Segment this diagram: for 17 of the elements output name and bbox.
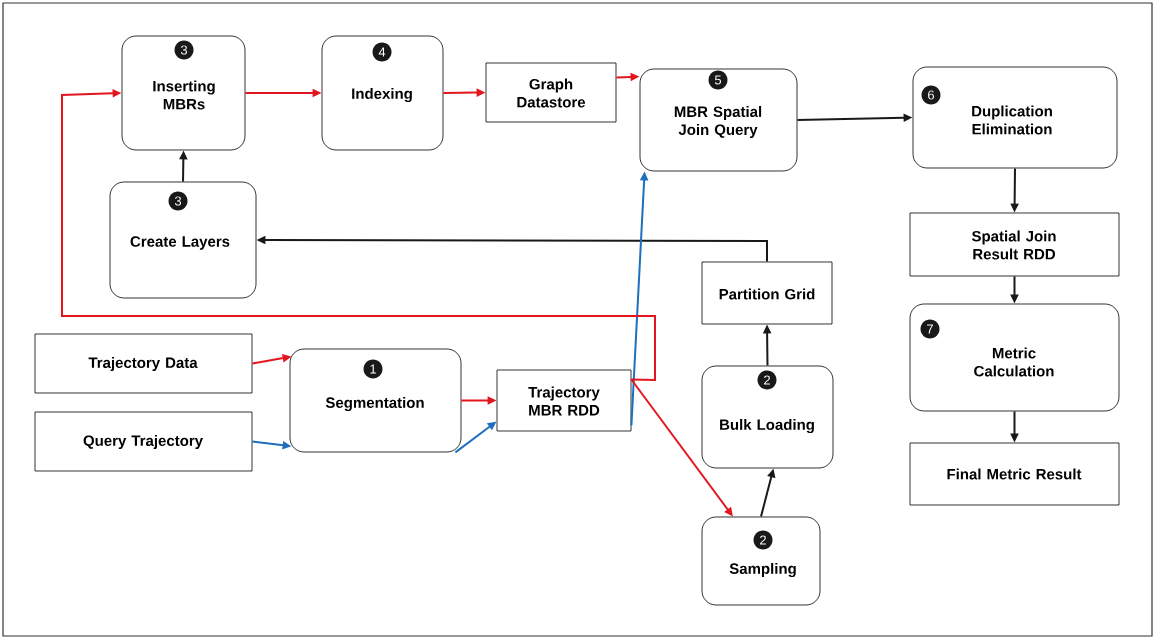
step-number: 7 <box>920 319 940 339</box>
step-number: 3 <box>174 40 194 60</box>
data-box: Final Metric Result <box>909 442 1120 506</box>
data-box: Partition Grid <box>701 261 833 325</box>
data-box: Graph Datastore <box>485 62 617 123</box>
step-number: 5 <box>708 70 728 90</box>
step-number: 2 <box>753 530 773 550</box>
data-box: Trajectory Data <box>34 333 253 394</box>
step-number: 1 <box>363 359 383 379</box>
step-number: 4 <box>372 42 392 62</box>
step-number: 3 <box>168 191 188 211</box>
arrow <box>61 89 656 382</box>
step-number: 6 <box>921 85 941 105</box>
data-box: Query Trajectory <box>34 411 253 472</box>
data-box: Spatial Join Result RDD <box>909 212 1120 277</box>
data-box: Trajectory MBR RDD <box>496 369 632 432</box>
step-number: 2 <box>757 370 777 390</box>
